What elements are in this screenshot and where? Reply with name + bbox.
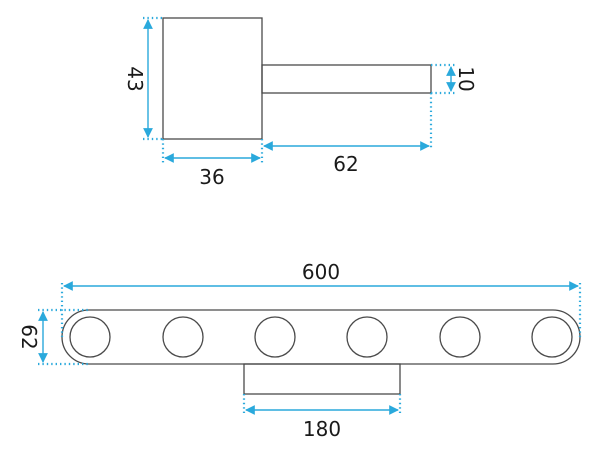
dimension-bar-height-label: 62	[17, 324, 41, 349]
dimension-arm-length: 62	[263, 93, 433, 176]
dimension-mount-width: 180	[242, 394, 402, 441]
front-view-mount-plate	[243, 363, 401, 395]
front-view: 600 62 180	[17, 260, 582, 441]
bulb-6	[531, 316, 573, 358]
side-view-base-block	[162, 17, 263, 140]
dimension-total-length: 600	[60, 260, 582, 337]
bulb-2	[162, 316, 204, 358]
bulb-3	[254, 316, 296, 358]
dimension-arm-thickness: 10	[431, 63, 478, 95]
front-view-bar	[61, 309, 581, 365]
dimension-total-length-label: 600	[302, 260, 340, 284]
dimension-mount-width-label: 180	[303, 417, 341, 441]
bulb-5	[439, 316, 481, 358]
dimension-base-width-label: 36	[199, 165, 224, 189]
side-view-arm	[261, 64, 432, 94]
dimension-height-label: 43	[123, 66, 147, 91]
bulb-4	[346, 316, 388, 358]
bulb-1	[69, 316, 111, 358]
side-view: 43 36 62 10	[123, 16, 478, 189]
dimension-arm-length-label: 62	[333, 152, 358, 176]
dimension-bar-height: 62	[17, 308, 90, 366]
dimension-height: 43	[123, 16, 163, 141]
dimension-base-width: 36	[161, 139, 264, 189]
dimension-arm-thickness-label: 10	[454, 66, 478, 91]
